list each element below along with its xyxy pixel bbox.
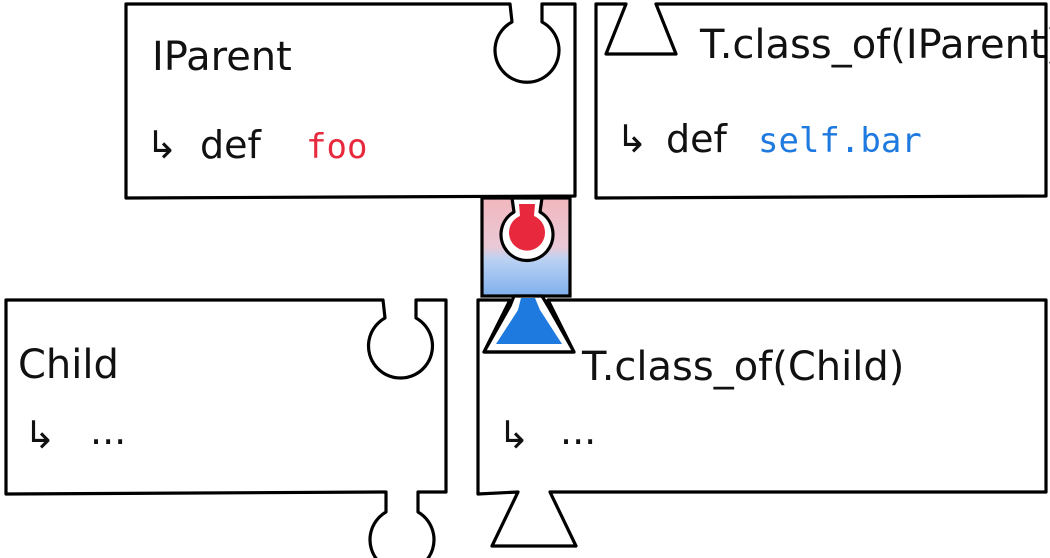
child-singleton-piece-outline — [476, 298, 1048, 548]
arrow-icon: ↳ — [24, 413, 56, 457]
iparent-method-foo: foo — [306, 127, 367, 167]
child-title: Child — [18, 342, 119, 388]
iparent-title: IParent — [152, 34, 292, 80]
child-singleton-piece: T.class_of(Child) ↳ ... — [476, 298, 1048, 548]
arrow-icon: ↳ — [146, 123, 178, 167]
iparent-singleton-piece-outline — [594, 2, 1048, 200]
child-piece: Child ↳ ... — [4, 298, 448, 558]
arrow-icon: ↳ — [498, 413, 530, 457]
child-piece-outline — [4, 298, 448, 558]
mixin-connector-icon — [480, 196, 576, 354]
iparent-singleton-method-bar: self.bar — [758, 121, 922, 161]
iparent-singleton-title: T.class_of(IParent) — [699, 22, 1050, 68]
arrow-icon: ↳ — [616, 117, 648, 161]
child-singleton-ellipsis: ... — [560, 409, 596, 453]
iparent-def-keyword: def — [200, 123, 263, 167]
iparent-singleton-def-keyword: def — [666, 117, 729, 161]
child-ellipsis: ... — [90, 409, 126, 453]
iparent-singleton-piece: T.class_of(IParent) ↳ def self.bar — [594, 2, 1050, 200]
iparent-piece-outline — [124, 2, 577, 200]
child-singleton-title: T.class_of(Child) — [581, 344, 904, 390]
iparent-piece: IParent ↳ def foo — [124, 2, 577, 200]
